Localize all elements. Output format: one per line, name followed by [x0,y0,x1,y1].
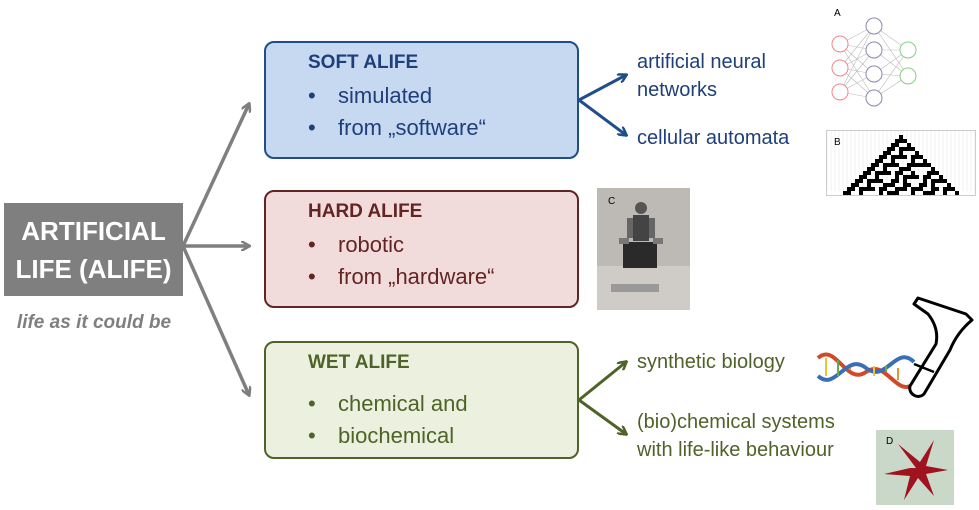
neural-network-icon [831,17,917,107]
neural-network-image: A [826,4,974,114]
image-c-label: C [608,196,616,207]
soft-arrows [578,75,626,135]
wet-alife-bullets: chemical and biochemical [308,388,577,452]
arrow-to-anns [578,75,626,102]
dna-image [816,346,916,398]
flask-image [900,294,976,400]
arrow-to-chem [578,398,626,434]
cellular-automaton-icon [826,131,976,195]
hard-alife-box: HARD ALIFE robotic from „hardware“ [264,190,579,308]
anns-line1: artificial neural [637,51,766,73]
hard-bullet-1: robotic [308,229,577,261]
robot-icon [597,188,690,310]
chem-line2: with life-like behaviour [637,439,834,461]
hard-alife-title: HARD ALIFE [308,201,423,222]
soft-bullet-1: simulated [308,80,577,112]
soft-alife-bullets: simulated from „software“ [308,80,577,144]
image-a-label: A [834,8,841,19]
hard-alife-bullets: robotic from „hardware“ [308,229,577,293]
wet-alife-title: WET ALIFE [308,352,410,373]
wet-bullet-1-cont: biochemical [338,423,455,448]
root-node: ARTIFICIAL LIFE (ALIFE) [4,203,183,296]
arrow-to-ca [578,98,626,135]
dna-icon [816,352,916,389]
image-b-label: B [834,137,841,148]
arrow-to-synbio [578,362,626,402]
root-title-line1: ARTIFICIAL [21,215,166,246]
ca-label: cellular automata [637,127,790,149]
chemical-star-icon [876,430,954,505]
arrow-to-wet [181,245,249,395]
cellular-automaton-image: B [826,130,976,196]
arrow-to-soft [181,104,249,247]
soft-alife-title: SOFT ALIFE [308,52,419,73]
wet-alife-box: WET ALIFE chemical and biochemical [264,341,579,459]
root-tagline: life as it could be [16,312,172,333]
wet-bullet-1: chemical and [308,388,577,420]
image-d-label: D [886,436,894,447]
chem-systems-label: (bio)chemical systems with life-like beh… [637,408,835,464]
hard-bullet-2: from „hardware“ [308,261,577,293]
chemical-system-photo: D [876,430,954,505]
soft-bullet-2: from „software“ [308,112,577,144]
flask-icon [908,296,974,398]
robot-photo: C [597,188,690,310]
chem-line1: (bio)chemical systems [637,411,835,433]
synbio-label: synthetic biology [637,351,785,373]
root-title-line2: LIFE (ALIFE) [15,253,172,284]
anns-label: artificial neural networks [637,48,766,104]
anns-line2: networks [637,79,718,101]
wet-bullet-2-cont: biochemical [308,420,577,452]
soft-alife-box: SOFT ALIFE simulated from „software“ [264,41,579,159]
wet-arrows [578,362,626,434]
root-arrows [181,104,249,395]
